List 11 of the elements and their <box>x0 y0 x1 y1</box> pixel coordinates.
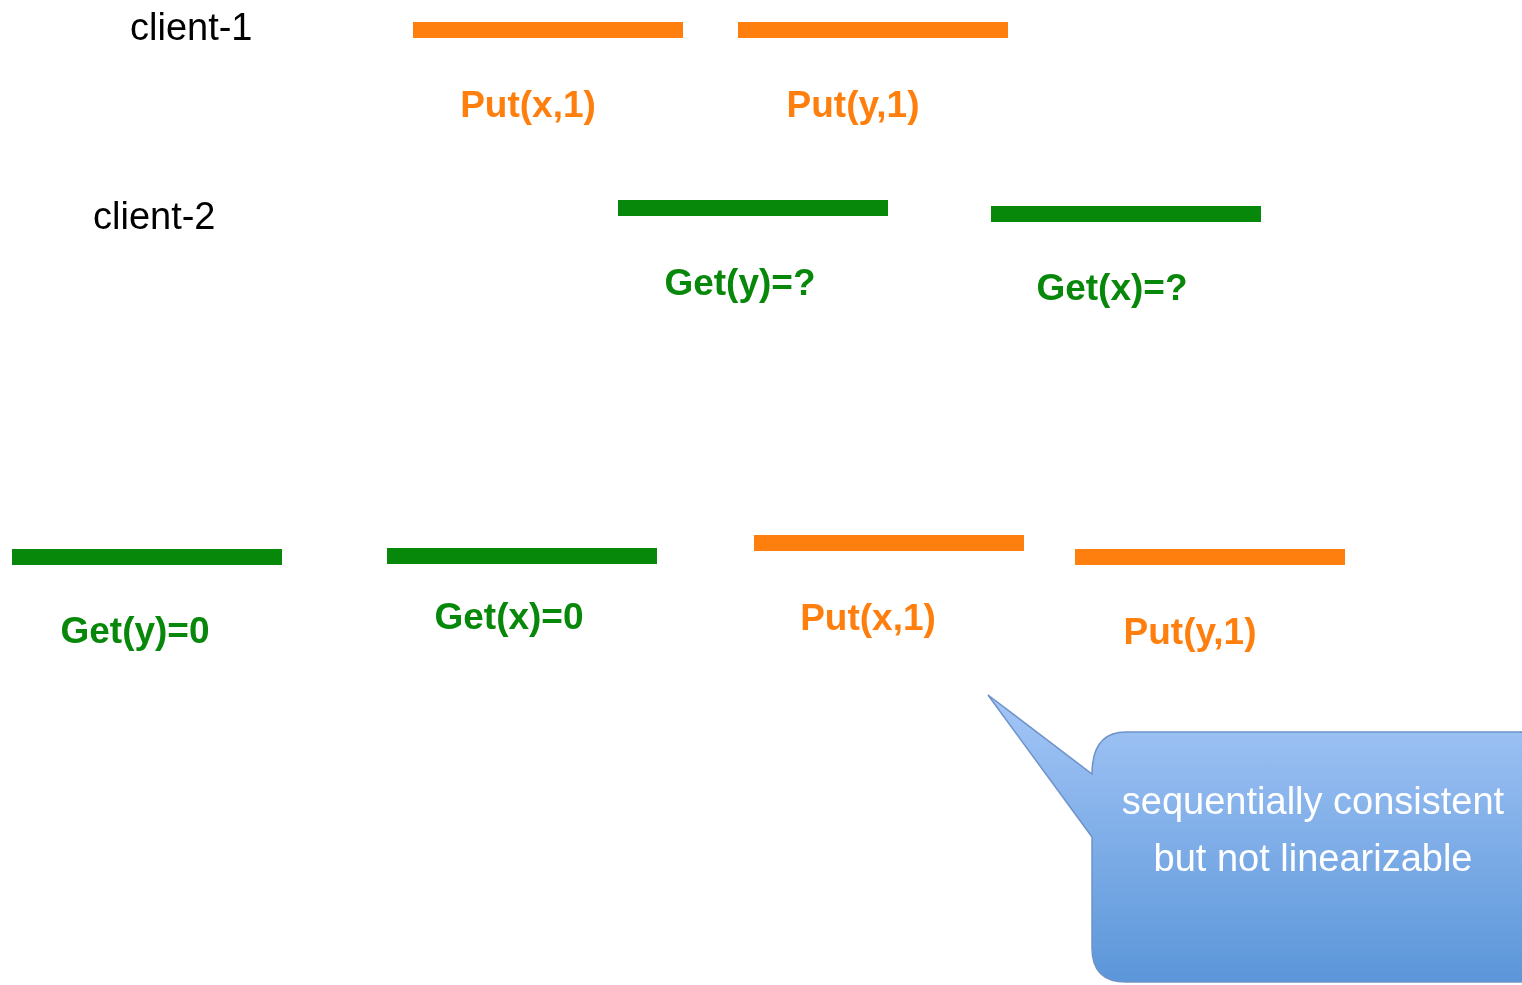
client-label: client-1 <box>130 8 253 46</box>
callout-text: sequentially consistent but not linearizable <box>1120 779 1506 881</box>
operation-label: Put(x,1) <box>460 86 596 123</box>
operation-label: Put(y,1) <box>786 86 920 123</box>
operation-label: Get(x)=0 <box>434 598 584 635</box>
operation-label: Get(x)=? <box>1036 269 1188 306</box>
operation-label: Get(y)=? <box>664 264 816 301</box>
client-label: client-2 <box>93 197 216 235</box>
operation-label: Put(x,1) <box>800 599 936 636</box>
operation-label: Get(y)=0 <box>60 612 210 649</box>
operation-label: Put(y,1) <box>1123 613 1257 650</box>
